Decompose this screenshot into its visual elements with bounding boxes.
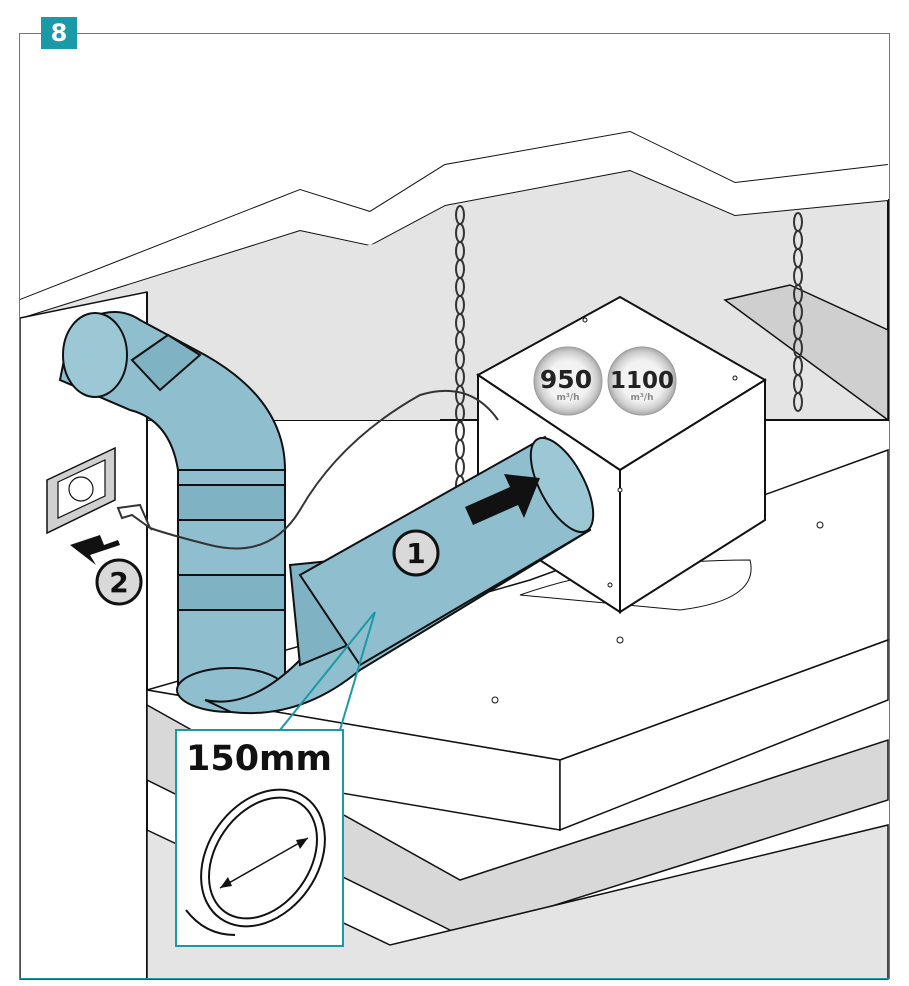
suspension-chain-right: [793, 212, 803, 412]
callout-1-label: 1: [406, 537, 425, 570]
callout-2: 2: [95, 558, 143, 606]
wall-socket-icon: [46, 446, 116, 535]
step-number-badge: 8: [41, 17, 77, 49]
airflow-badge-1100: 1100 m³/h: [607, 346, 677, 416]
duct-diameter-label: 150mm: [186, 739, 332, 779]
badge-unit: m³/h: [556, 393, 579, 403]
plug-arrow-icon: [70, 535, 120, 565]
badge-value: 1100: [610, 368, 674, 394]
power-cord: [116, 389, 499, 550]
callout-1: 1: [392, 529, 440, 577]
airflow-arrow-icon: [465, 474, 540, 525]
badge-unit: m³/h: [630, 393, 653, 403]
airflow-badge-950: 950 m³/h: [533, 346, 603, 416]
duct-diameter-detail: 150mm: [175, 611, 376, 947]
callout-2-label: 2: [109, 566, 128, 599]
badge-value: 950: [540, 365, 592, 394]
